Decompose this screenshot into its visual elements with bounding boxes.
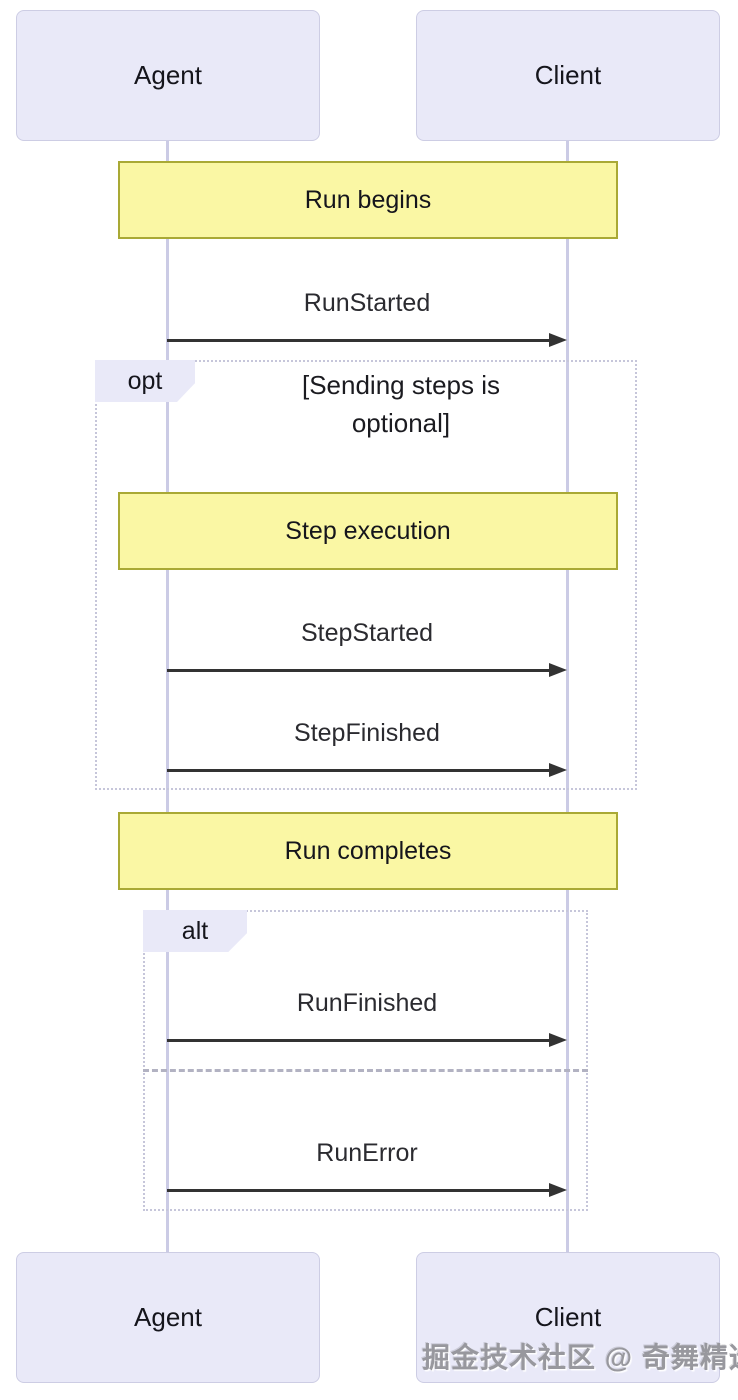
actor-agent-bottom: Agent [16, 1252, 320, 1383]
message-arrow-stepstarted [167, 663, 567, 677]
actor-client-label: Client [534, 1302, 602, 1332]
message-label-stepfinished: StepFinished [294, 719, 440, 747]
note-run-completes: Run completes [118, 812, 618, 890]
actor-agent-label: Agent [134, 1302, 202, 1332]
actor-client-label: Client [534, 60, 602, 90]
arrowhead-icon [549, 1033, 567, 1047]
message-label-stepstarted: StepStarted [300, 619, 434, 647]
message-arrow-runerror [167, 1183, 567, 1197]
lifeline-client [566, 141, 569, 1253]
fragment-opt-guard: [Sending steps is optional] [301, 370, 500, 438]
arrow-line [167, 339, 553, 342]
fragment-alt-divider [143, 1069, 588, 1072]
actor-agent-top: Agent [16, 10, 320, 141]
note-run-begins: Run begins [118, 161, 618, 239]
arrow-line [167, 1039, 553, 1042]
note-step-execution: Step execution [118, 492, 618, 570]
note-step-execution-text: Step execution [285, 516, 451, 545]
fragment-alt-label: alt [181, 916, 209, 945]
message-arrow-runfinished [167, 1033, 567, 1047]
message-arrow-stepfinished [167, 763, 567, 777]
fragment-alt-tab: alt [143, 910, 247, 952]
watermark-text: 掘金技术社区 @ 奇舞精选 [422, 1342, 738, 1373]
arrow-line [167, 669, 553, 672]
note-run-completes-text: Run completes [284, 836, 452, 865]
actor-agent-label: Agent [134, 60, 202, 90]
fragment-alt [143, 910, 588, 1211]
arrow-line [167, 769, 553, 772]
message-arrow-runstarted [167, 333, 567, 347]
message-label-runstarted: RunStarted [303, 289, 431, 317]
fragment-opt [95, 360, 637, 790]
arrow-line [167, 1189, 553, 1192]
fragment-opt-tab: opt [95, 360, 195, 402]
arrowhead-icon [549, 333, 567, 347]
fragment-opt-label: opt [127, 366, 163, 395]
arrowhead-icon [549, 763, 567, 777]
arrowhead-icon [549, 1183, 567, 1197]
actor-client-top: Client [416, 10, 720, 141]
note-run-begins-text: Run begins [304, 185, 432, 214]
message-label-runerror: RunError [316, 1139, 418, 1167]
lifeline-agent [166, 141, 169, 1253]
message-label-runfinished: RunFinished [296, 989, 438, 1017]
actor-client-bottom: Client [416, 1252, 720, 1383]
arrowhead-icon [549, 663, 567, 677]
